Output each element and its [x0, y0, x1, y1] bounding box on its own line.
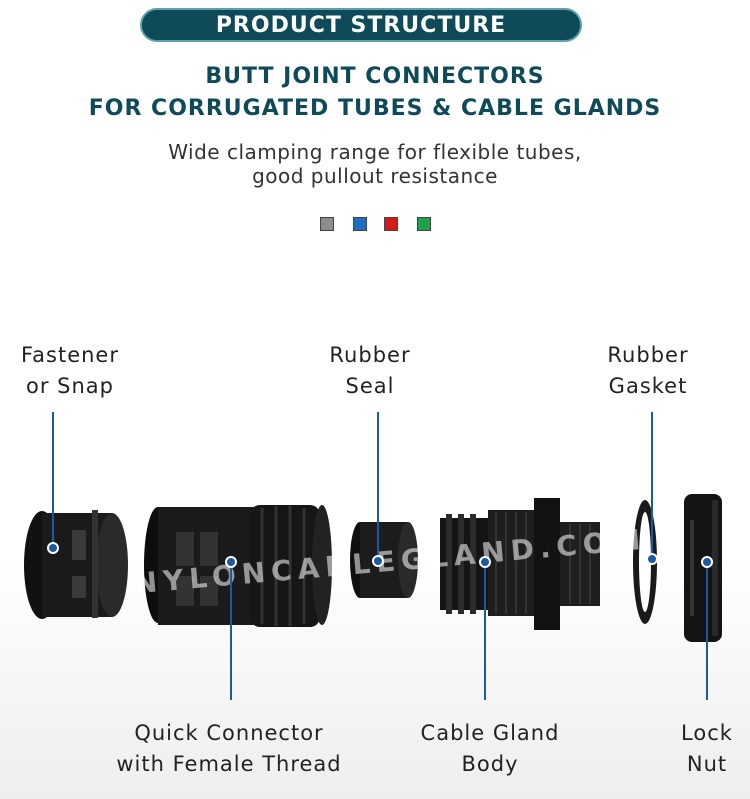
- color-swatch-red[interactable]: [384, 217, 398, 231]
- fastener-callout-line: [52, 412, 54, 548]
- headline-line-1: BUTT JOINT CONNECTORS: [205, 64, 545, 89]
- headline-line-2: FOR CORRUGATED TUBES & CABLE GLANDS: [88, 96, 662, 121]
- color-swatch-green[interactable]: [417, 217, 431, 231]
- rubber-seal-callout-dot: [372, 555, 384, 567]
- gland-body-callout-line: [484, 562, 486, 700]
- rubber-gasket-callout-line: [651, 412, 653, 558]
- label-rubber-seal: Rubber Seal: [329, 343, 411, 398]
- subtitle-line-2: good pullout resistance: [252, 164, 498, 188]
- label-fastener: Fastener or Snap: [21, 343, 119, 398]
- gland-body-callout-dot: [479, 556, 491, 568]
- subtitle-line-1: Wide clamping range for flexible tubes,: [168, 140, 582, 164]
- label-lock-nut: Lock Nut: [681, 721, 733, 776]
- quick-connector-callout-line: [230, 562, 232, 700]
- rubber-seal-part: [350, 522, 418, 598]
- lock-nut-callout-dot: [701, 556, 713, 568]
- color-swatch-blue[interactable]: [353, 217, 367, 231]
- lock-nut-callout-line: [706, 562, 708, 700]
- lock-nut-part: [684, 494, 722, 642]
- cable-gland-body-part: [440, 498, 600, 630]
- parts-illustration: [24, 494, 722, 642]
- fastener-callout-dot: [47, 542, 59, 554]
- quick-connector-callout-dot: [225, 556, 237, 568]
- color-swatch-grey[interactable]: [320, 217, 334, 231]
- label-rubber-gasket: Rubber Gasket: [607, 343, 689, 398]
- label-quick-connector: Quick Connector with Female Thread: [116, 721, 342, 776]
- rubber-gasket-callout-dot: [646, 553, 658, 565]
- fastener-snap-part: [24, 510, 128, 619]
- product-structure-badge: PRODUCT STRUCTURE: [140, 8, 582, 42]
- rubber-seal-callout-line: [377, 412, 379, 560]
- quick-connector-part: [144, 505, 332, 627]
- badge-text: PRODUCT STRUCTURE: [215, 12, 507, 38]
- label-cable-gland-body: Cable Gland Body: [420, 721, 560, 776]
